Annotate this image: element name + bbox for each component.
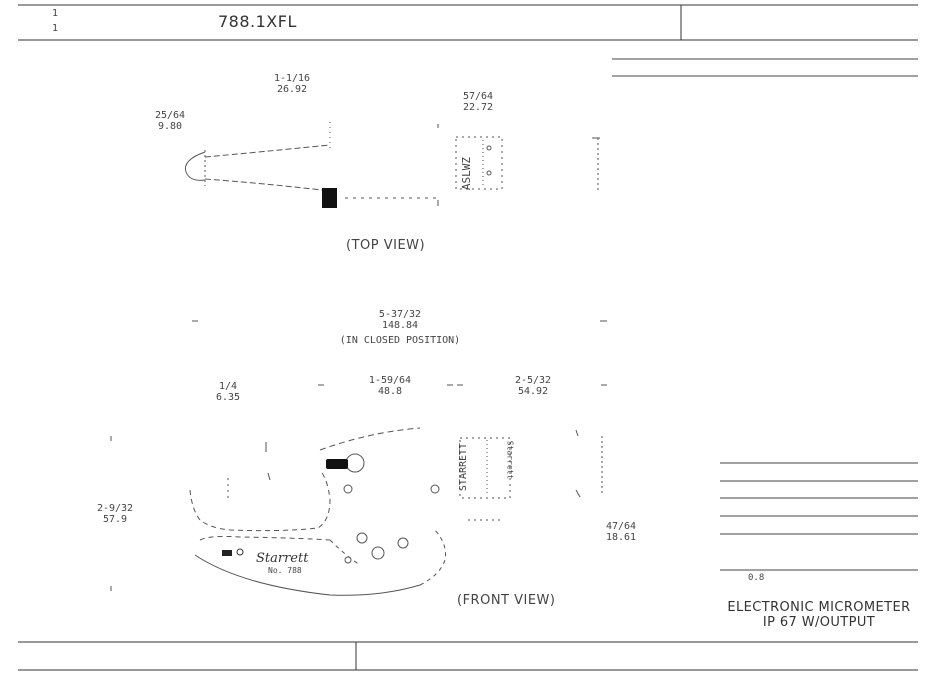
title-block-code: 0.8 [748,573,765,583]
header-frame [18,4,918,41]
front-dim-overall-mm: 148.84 [381,320,419,331]
front-view-logo-dot [236,548,244,556]
top-dim-span-mm: 26.92 [276,84,308,95]
top-dim-tip-mm: 9.80 [157,121,183,132]
top-dim-head-mm: 22.72 [462,102,494,113]
front-dim-thimble-mm: 54.92 [517,386,549,397]
sheet-number-top: 1 [52,8,59,19]
front-dim-anvil-mm: 6.35 [215,392,241,403]
front-dim-height-inch: 2-9/32 [96,503,134,514]
drawing-number: 788.1XFL [218,12,297,31]
front-dim-frame-mm: 48.8 [377,386,403,397]
top-dim-tip-inch: 25/64 [154,110,186,121]
top-view-lock-knob [322,188,337,208]
front-dim-anvil-inch: 1/4 [218,381,238,392]
front-dim-right-mm: 18.61 [605,532,637,543]
front-view-model: No. 788 [268,566,302,575]
title-line-2: IP 67 W/OUTPUT [762,615,876,630]
front-dim-thimble-inch: 2-5/32 [514,375,552,386]
front-dim-right-inch: 47/64 [605,521,637,532]
front-dim-height-mm: 57.9 [102,514,128,525]
top-view-drawing [184,122,600,206]
front-view-display-text: STARRETT [458,442,470,492]
sheet-number-bottom: 1 [52,23,59,34]
front-view-logo-mark [222,550,232,556]
front-view-label: (FRONT VIEW) [457,593,556,608]
top-view-label: (TOP VIEW) [346,238,426,253]
front-view-side-label: Starrett [505,440,515,480]
front-view-drawing [110,320,607,596]
notes-lines [612,58,918,77]
title-block-lines [720,462,918,571]
front-dim-overall-inch: 5-37/32 [378,309,422,320]
top-dim-span-inch: 1-1/16 [273,73,311,84]
top-view-display-text: ASLWZ [460,156,474,191]
front-dim-frame-inch: 1-59/64 [368,375,412,386]
title-line-1: ELECTRONIC MICROMETER [727,600,911,615]
front-dim-overall-note: (IN CLOSED POSITION) [339,335,461,346]
front-view-lock-lever [326,459,348,469]
top-dim-head-inch: 57/64 [462,91,494,102]
footer-frame [18,641,918,671]
front-view-brand: Starrett [256,551,309,566]
